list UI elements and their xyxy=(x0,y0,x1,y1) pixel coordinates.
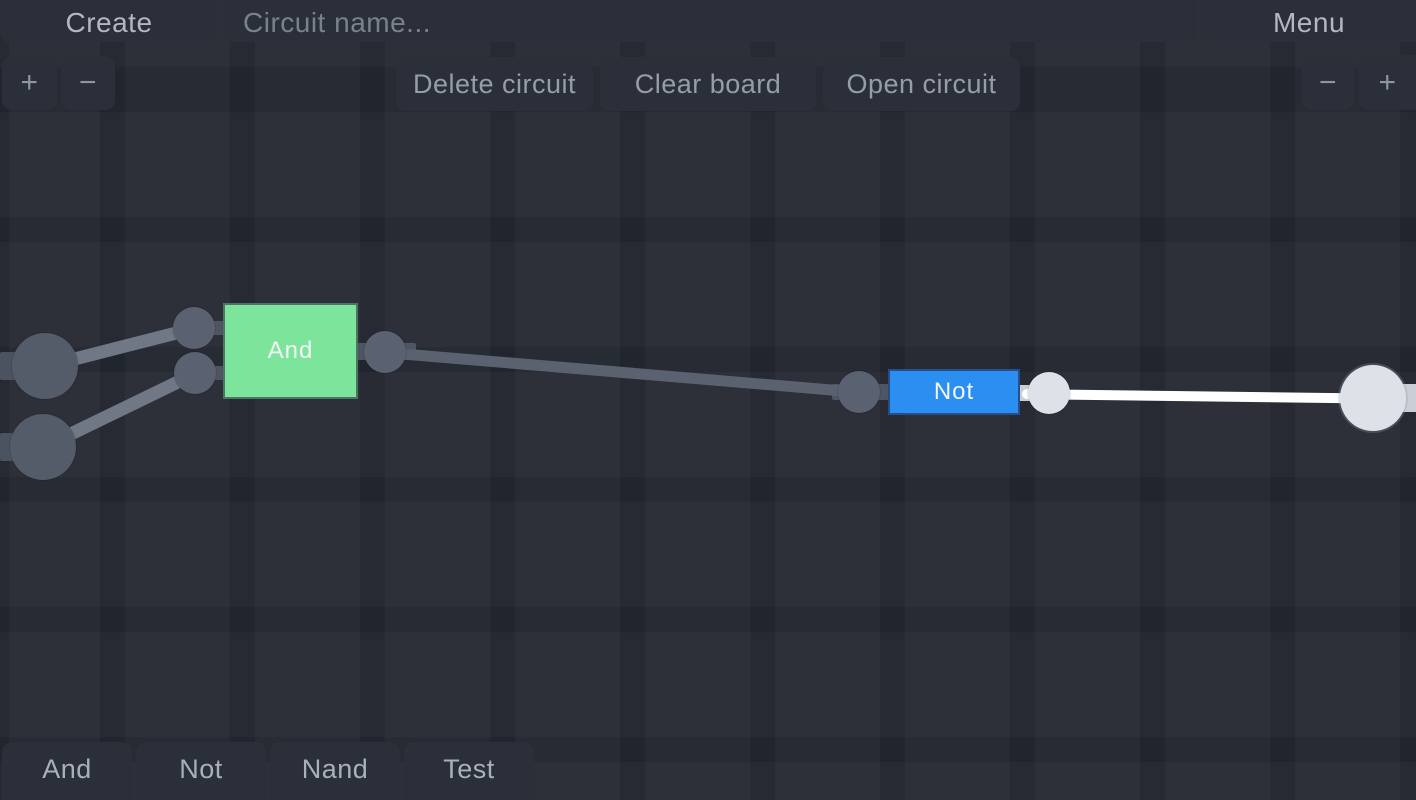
palette-item-not[interactable]: Not xyxy=(136,742,266,800)
and-input-pin-b[interactable] xyxy=(174,352,216,394)
zoom-out-button-right[interactable]: − xyxy=(1302,55,1354,110)
palette-item-test[interactable]: Test xyxy=(404,742,534,800)
clear-board-button[interactable]: Clear board xyxy=(600,57,816,111)
menu-button[interactable]: Menu xyxy=(1202,0,1416,42)
input-node-1[interactable] xyxy=(12,333,78,399)
input-node-2[interactable] xyxy=(10,414,76,480)
not-output-pin[interactable] xyxy=(1028,372,1070,414)
and-input-pin-a[interactable] xyxy=(173,307,215,349)
not-gate[interactable]: Not xyxy=(888,369,1020,415)
wire-not-to-output[interactable] xyxy=(1021,388,1375,404)
output-node[interactable] xyxy=(1340,365,1406,431)
zoom-in-button-right[interactable]: + xyxy=(1359,55,1416,110)
palette-item-and[interactable]: And xyxy=(2,742,132,800)
and-gate-label: And xyxy=(267,337,314,364)
palette-item-nand[interactable]: Nand xyxy=(270,742,400,800)
and-gate[interactable]: And xyxy=(223,303,358,399)
and-output-pin[interactable] xyxy=(364,331,406,373)
open-circuit-button[interactable]: Open circuit xyxy=(823,57,1020,111)
wire-and-to-not[interactable] xyxy=(384,346,860,398)
zoom-out-button-left[interactable]: − xyxy=(61,56,115,110)
delete-circuit-button[interactable]: Delete circuit xyxy=(396,57,593,111)
not-input-pin[interactable] xyxy=(838,371,880,413)
not-gate-label: Not xyxy=(933,378,975,405)
create-button[interactable]: Create xyxy=(0,0,218,42)
zoom-in-button-left[interactable]: + xyxy=(2,56,57,110)
circuit-name-input[interactable] xyxy=(225,0,1197,42)
